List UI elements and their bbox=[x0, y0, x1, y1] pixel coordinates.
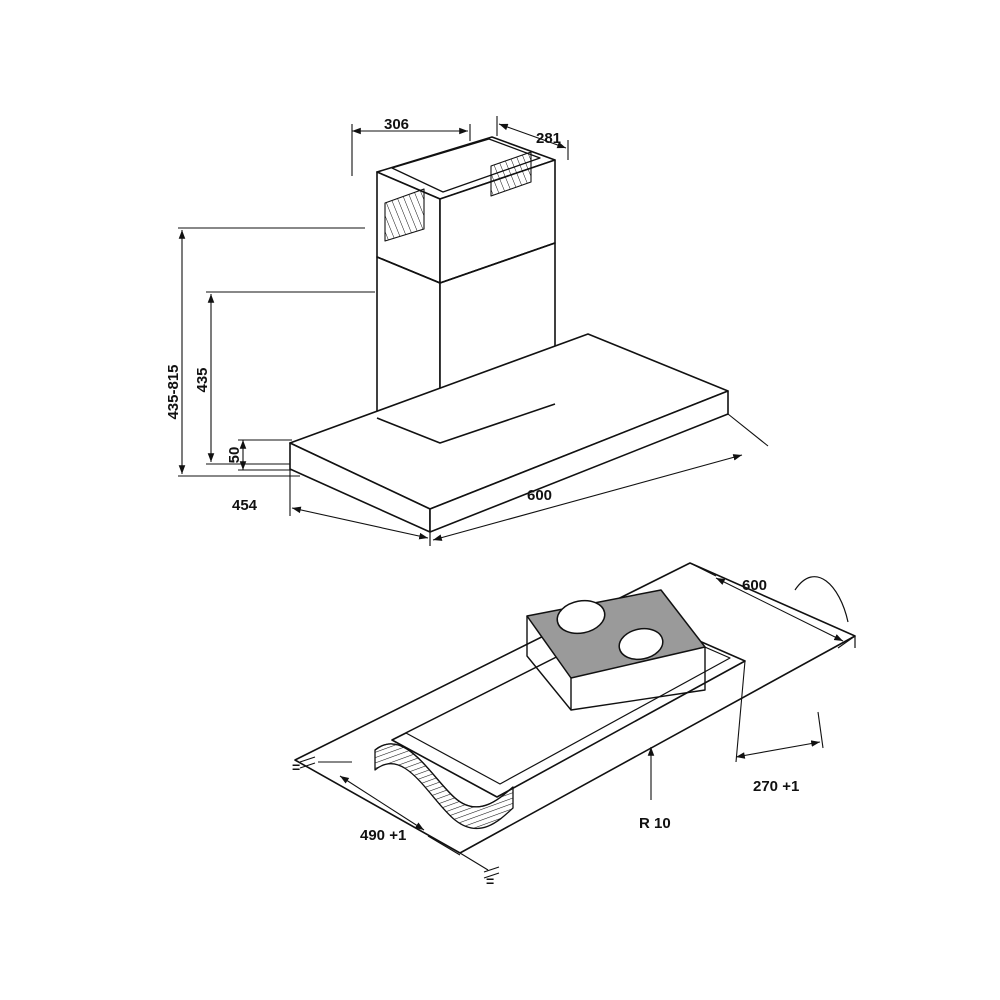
vent-louvres-inner bbox=[490, 151, 532, 197]
vent-louvres-front bbox=[384, 188, 425, 242]
lower-view-dimensions bbox=[299, 562, 856, 879]
dim-canopy-height: 50 bbox=[226, 447, 243, 464]
dim-worktop-width: 600 bbox=[742, 577, 767, 594]
hood-canopy bbox=[289, 333, 729, 533]
dim-corner-radius: R 10 bbox=[639, 815, 671, 832]
equal-mark-bottom: = bbox=[486, 873, 494, 889]
hob-support-lines bbox=[526, 616, 706, 711]
dim-chimney-height: 435 bbox=[194, 367, 211, 392]
dim-canopy-width: 600 bbox=[527, 487, 552, 504]
dim-total-height-range: 435-815 bbox=[165, 364, 182, 419]
dim-chimney-top-depth: 281 bbox=[536, 130, 561, 147]
cutout-profile-curve bbox=[374, 743, 514, 808]
dim-cutout-length: 490 +1 bbox=[360, 827, 406, 844]
lower-view-worktop bbox=[294, 562, 856, 879]
hob-plate bbox=[526, 589, 706, 679]
dim-chimney-top-width: 306 bbox=[384, 116, 409, 133]
dim-cutout-depth: 270 +1 bbox=[753, 778, 799, 795]
upper-view-dimensions bbox=[178, 116, 769, 546]
chimney-top-opening bbox=[391, 138, 541, 193]
hob-burner-left bbox=[556, 599, 606, 635]
dim-canopy-depth: 454 bbox=[232, 497, 258, 514]
hob-burner-right bbox=[618, 627, 664, 661]
equal-mark-left: = bbox=[292, 759, 300, 775]
upper-view-hood bbox=[178, 116, 769, 546]
